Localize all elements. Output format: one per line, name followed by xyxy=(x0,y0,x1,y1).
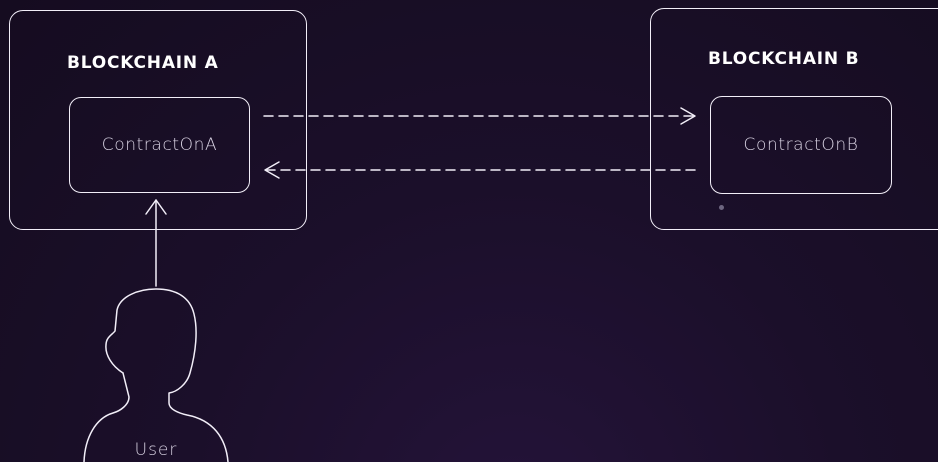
user-call-arrow-head xyxy=(145,199,167,215)
blockchain-b-box: BLOCKCHAIN B ContractOnB xyxy=(650,8,938,230)
user-label: User xyxy=(134,440,178,460)
response-arrow-head xyxy=(264,161,280,179)
request-arrow-head xyxy=(680,107,696,125)
contract-on-a-label: ContractOnA xyxy=(101,135,218,155)
user-icon xyxy=(83,288,229,462)
contract-on-b-box: ContractOnB xyxy=(710,96,892,194)
contract-on-b-label: ContractOnB xyxy=(743,135,859,155)
decorative-dot xyxy=(719,205,724,210)
blockchain-a-title: BLOCKCHAIN A xyxy=(67,53,219,73)
blockchain-b-title: BLOCKCHAIN B xyxy=(708,49,860,69)
blockchain-a-box: BLOCKCHAIN A ContractOnA xyxy=(9,10,307,230)
contract-on-a-box: ContractOnA xyxy=(69,97,250,193)
